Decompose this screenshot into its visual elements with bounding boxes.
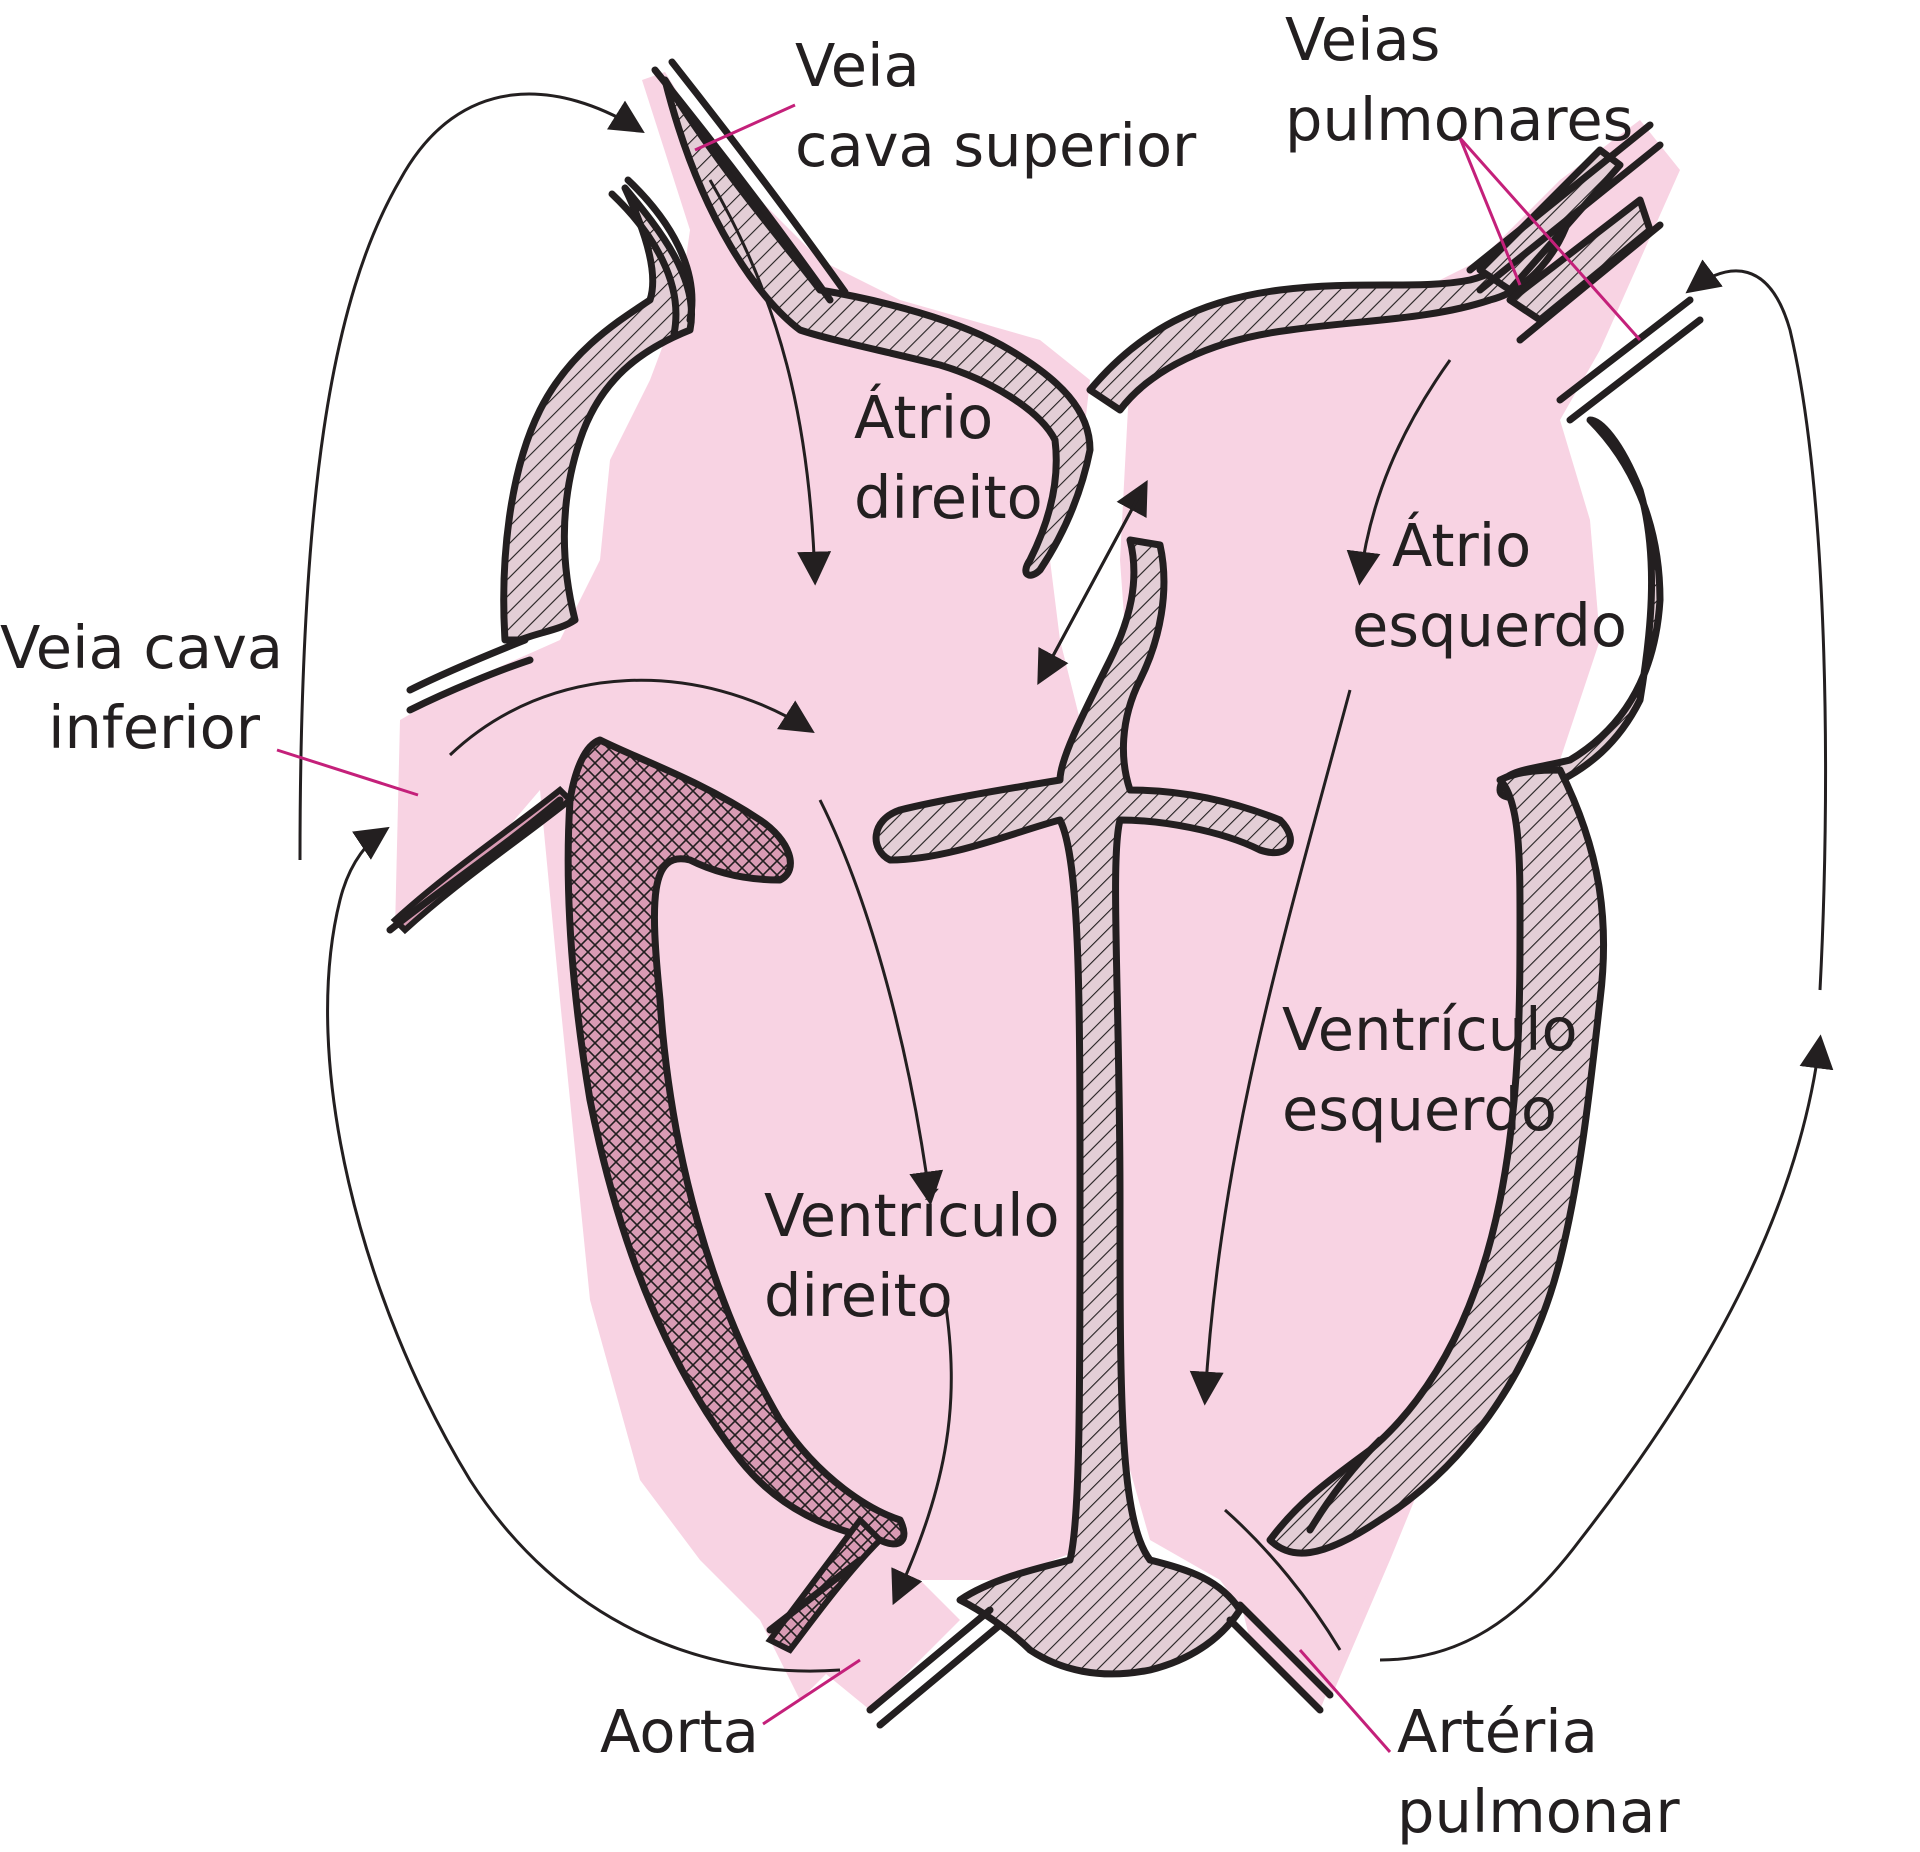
right-heart-cavity [395,72,1090,1700]
right-atrium-wall [500,184,695,644]
label-line: pulmonares [1285,85,1634,154]
arrow-svc-to-ra [708,179,832,586]
label-arteria-pulmonar: Artéria pulmonar [1397,1692,1680,1852]
label-line: Aorta [600,1697,759,1766]
svc-line-left [624,176,696,324]
pv-line-5 [1566,316,1704,424]
label-line: Átrio [1392,511,1532,580]
label-atrio-esquerdo: Átrio esquerdo [1352,506,1627,666]
pa-line-1 [1226,1616,1324,1714]
pv-line-4 [1556,296,1694,404]
label-line: Veia [795,31,920,100]
flow-arrows [298,92,1834,1673]
leader-lines [276,103,1642,1753]
label-line: esquerdo [1352,591,1627,660]
label-veias-pulmonares: Veias pulmonares [1285,0,1633,160]
leader-pa [1298,1649,1392,1753]
label-line: cava superior [795,111,1197,180]
label-line: inferior [48,693,260,762]
ivc-line-upper [406,636,529,694]
arrow-ivc-to-ra [448,678,815,757]
pa-line-2 [1236,1601,1334,1699]
arrow-aorta-to-ivc [326,826,841,1673]
aorta-line-1 [766,1556,864,1634]
aorta-line-2 [866,1606,994,1714]
left-atrium-outer-wall [1496,416,1664,801]
label-line: Veias [1285,5,1441,74]
label-line: esquerdo [1282,1075,1557,1144]
label-line: Veia cava [0,613,284,682]
vessel-lines [386,58,1704,1729]
label-line: Átrio [854,383,994,452]
leader-svc [694,103,796,152]
pv-line-2 [1476,141,1664,294]
svc-line-inner [668,58,849,296]
pulmonary-vein-wall [1476,146,1624,294]
right-atrium-roof [661,76,1094,579]
label-line: Ventrículo [1282,995,1578,1064]
label-line: pulmonar [1397,1777,1680,1846]
label-line: Artéria [1397,1697,1598,1766]
label-ventriculo-esquerdo: Ventrículo esquerdo [1282,990,1578,1150]
leader-ivc [276,748,419,797]
svc-line-left-2 [608,190,680,338]
arrow-pv-to-la [1346,359,1452,586]
label-veia-cava-superior: Veia cava superior [795,26,1196,186]
arrow-lungs-to-pv [1685,259,1828,991]
leader-pv-1 [1458,137,1522,286]
label-line: Ventrículo [764,1181,1060,1250]
label-aorta: Aorta [600,1692,759,1772]
label-ventriculo-direito: Ventrículo direito [764,1176,1060,1336]
blood-chambers [395,72,1680,1710]
arrow-ra-to-rv [818,799,944,1206]
label-veia-cava-inferior: Veia cava inferior [0,608,284,768]
arrow-pa-to-lungs [1379,1034,1834,1662]
right-ventricle-wall [564,736,908,1548]
leader-pv-2 [1458,137,1642,341]
ivc-line-upper-2 [406,656,534,714]
svc-line-outer [651,66,834,304]
pa-line-3 [1306,1436,1384,1534]
label-line: direito [854,463,1043,532]
heart-walls [500,76,1664,1678]
pa-inner-line [1224,1508,1342,1651]
label-line: direito [764,1261,953,1330]
ivc-line-lower [386,796,564,934]
label-atrio-direito: Átrio direito [854,378,1043,538]
pv-line-1 [1466,121,1654,274]
leader-aorta [762,1658,861,1726]
left-ventricle-wall [1266,766,1608,1557]
left-heart-cavity [1100,120,1680,1700]
arrow-rv-out [891,1299,953,1606]
arrow-body-to-svc [298,92,645,861]
aorta-line-3 [876,1621,1004,1729]
pulmonary-artery-lumen [1230,1560,1380,1710]
septum [872,536,1294,1678]
arrow-septum-double [1037,480,1148,685]
arrow-la-to-lv [1189,689,1352,1406]
